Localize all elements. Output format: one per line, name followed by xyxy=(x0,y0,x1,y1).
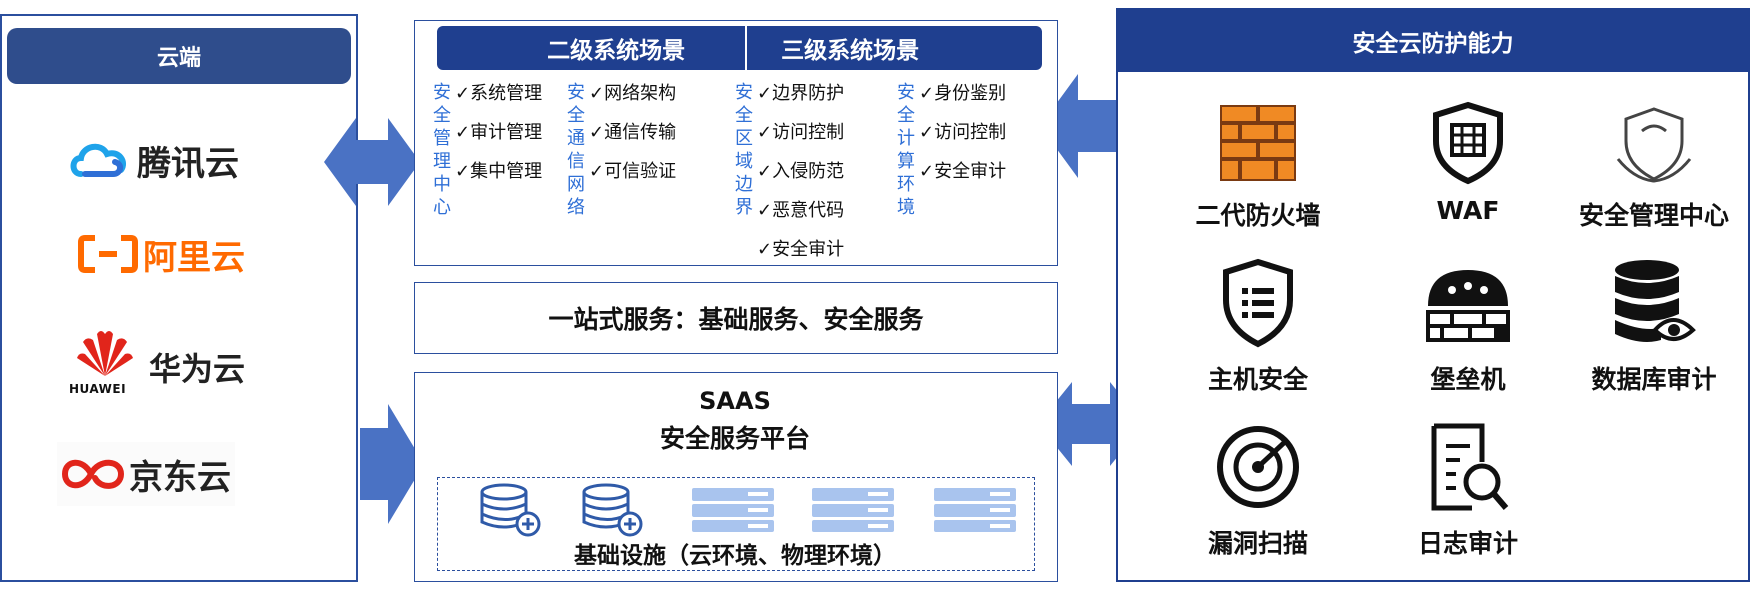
group-label-mgmt-center: 安全管理中心 xyxy=(433,82,451,218)
huawei-petal-icon xyxy=(77,331,133,376)
check-item: ✓访问控制 xyxy=(919,122,1007,143)
check-item: ✓身份鉴别 xyxy=(919,83,1007,104)
infrastructure-box: 基础设施（云环境、物理环境） xyxy=(437,477,1035,571)
right-arrow-to-saas xyxy=(360,404,424,524)
vulnerability-scan-icon xyxy=(1217,426,1299,508)
server-icon xyxy=(934,488,1016,532)
header-level2: 二级系统场景 xyxy=(547,38,686,64)
cap-label-log-audit: 日志审计 xyxy=(1417,529,1518,558)
cap-label-firewall: 二代防火墙 xyxy=(1195,201,1321,230)
scenes-header: 二级系统场景 三级系统场景 xyxy=(437,26,1042,70)
check-item: ✓恶意代码 xyxy=(757,200,845,221)
check-item: ✓可信验证 xyxy=(589,161,677,182)
saas-panel: SAAS 安全服务平台 xyxy=(414,372,1058,582)
cap-db-audit xyxy=(1554,256,1754,350)
group-label-comm-network: 安全通信网络 xyxy=(567,82,585,218)
vendor-huawei: HUAWEI 华为云 xyxy=(67,328,267,408)
firewall-icon xyxy=(1220,105,1296,181)
cap-label-waf: WAF xyxy=(1436,196,1500,225)
check-item: ✓边界防护 xyxy=(757,83,845,104)
cloud-title: 云端 xyxy=(7,28,351,84)
group-items-comm-network: ✓网络架构 ✓通信传输 ✓可信验证 xyxy=(589,74,676,191)
vendor-tencent: 腾讯云 xyxy=(67,130,239,190)
scenes-panel: 二级系统场景 三级系统场景 安全管理中心 ✓系统管理 ✓审计管理 ✓集中管理 安… xyxy=(414,20,1058,266)
check-item: ✓安全审计 xyxy=(919,161,1007,182)
cap-label-host-security: 主机安全 xyxy=(1207,365,1308,394)
jdcloud-icon xyxy=(61,459,125,489)
check-item: ✓访问控制 xyxy=(757,122,845,143)
group-label-area-boundary: 安全区域边界 xyxy=(735,82,753,218)
cap-security-center xyxy=(1554,98,1754,188)
tencent-cloud-icon xyxy=(70,143,127,177)
vendor-name: 京东云 xyxy=(129,457,231,498)
infrastructure-label: 基础设施（云环境、物理环境） xyxy=(574,543,896,569)
saas-subtitle: 安全服务平台 xyxy=(659,424,810,453)
database-audit-icon xyxy=(1615,260,1696,342)
left-arrow-from-capabilities xyxy=(1040,74,1120,178)
cap-label-security-center: 安全管理中心 xyxy=(1578,201,1729,230)
log-audit-icon xyxy=(1431,423,1509,511)
cap-bastion xyxy=(1368,260,1568,350)
one-stop-service-text: 一站式服务：基础服务、安全服务 xyxy=(548,305,924,334)
security-center-icon xyxy=(1616,107,1692,183)
capabilities-title: 安全云防护能力 xyxy=(1118,10,1748,72)
cap-firewall xyxy=(1158,98,1358,188)
server-icon xyxy=(812,488,894,532)
one-stop-service-box: 一站式服务：基础服务、安全服务 xyxy=(414,282,1058,354)
vendor-name: 腾讯云 xyxy=(137,143,239,184)
check-item: ✓集中管理 xyxy=(455,161,543,182)
cap-label-db-audit: 数据库审计 xyxy=(1591,365,1717,394)
bastion-host-icon xyxy=(1426,270,1510,342)
check-item: ✓入侵防范 xyxy=(757,161,845,182)
database-add-icon xyxy=(582,483,643,537)
vendor-jdcloud: 京东云 xyxy=(57,442,235,506)
check-item: ✓网络架构 xyxy=(589,83,677,104)
header-level3: 三级系统场景 xyxy=(781,38,920,64)
group-items-compute-env: ✓身份鉴别 ✓访问控制 ✓安全审计 xyxy=(919,74,1006,191)
cap-log-audit xyxy=(1368,420,1568,514)
group-items-mgmt-center: ✓系统管理 ✓审计管理 ✓集中管理 xyxy=(455,74,542,191)
vendor-name: 阿里云 xyxy=(143,237,245,278)
waf-shield-icon xyxy=(1433,101,1503,185)
vendor-aliyun: 阿里云 xyxy=(77,224,245,284)
cap-waf xyxy=(1368,98,1568,188)
header-divider xyxy=(745,26,748,70)
cap-host-security xyxy=(1158,256,1358,350)
check-item: ✓系统管理 xyxy=(455,83,543,104)
saas-title: SAAS xyxy=(699,387,771,415)
cloud-providers-panel: 云端 腾讯云 阿里云 HUAWEI 华为云 xyxy=(0,14,358,582)
aliyun-bracket-icon xyxy=(78,235,138,273)
bidirectional-arrow-left xyxy=(324,118,420,206)
check-item: ✓安全审计 xyxy=(757,239,845,260)
huawei-wordmark: HUAWEI xyxy=(69,382,127,396)
cap-vuln-scan xyxy=(1158,420,1358,514)
host-security-shield-icon xyxy=(1223,258,1293,348)
database-add-icon xyxy=(480,483,541,537)
capabilities-panel: 安全云防护能力 二代防火墙 WAF 安全管理中心 xyxy=(1116,8,1750,582)
server-icon xyxy=(692,488,774,532)
cap-label-bastion: 堡垒机 xyxy=(1430,365,1506,394)
cap-label-vuln-scan: 漏洞扫描 xyxy=(1207,529,1308,558)
group-label-compute-env: 安全计算环境 xyxy=(897,82,915,218)
check-item: ✓通信传输 xyxy=(589,122,677,143)
group-items-area-boundary: ✓边界防护 ✓访问控制 ✓入侵防范 ✓恶意代码 ✓安全审计 xyxy=(757,74,844,269)
vendor-name: 华为云 xyxy=(149,350,246,388)
check-item: ✓审计管理 xyxy=(455,122,543,143)
